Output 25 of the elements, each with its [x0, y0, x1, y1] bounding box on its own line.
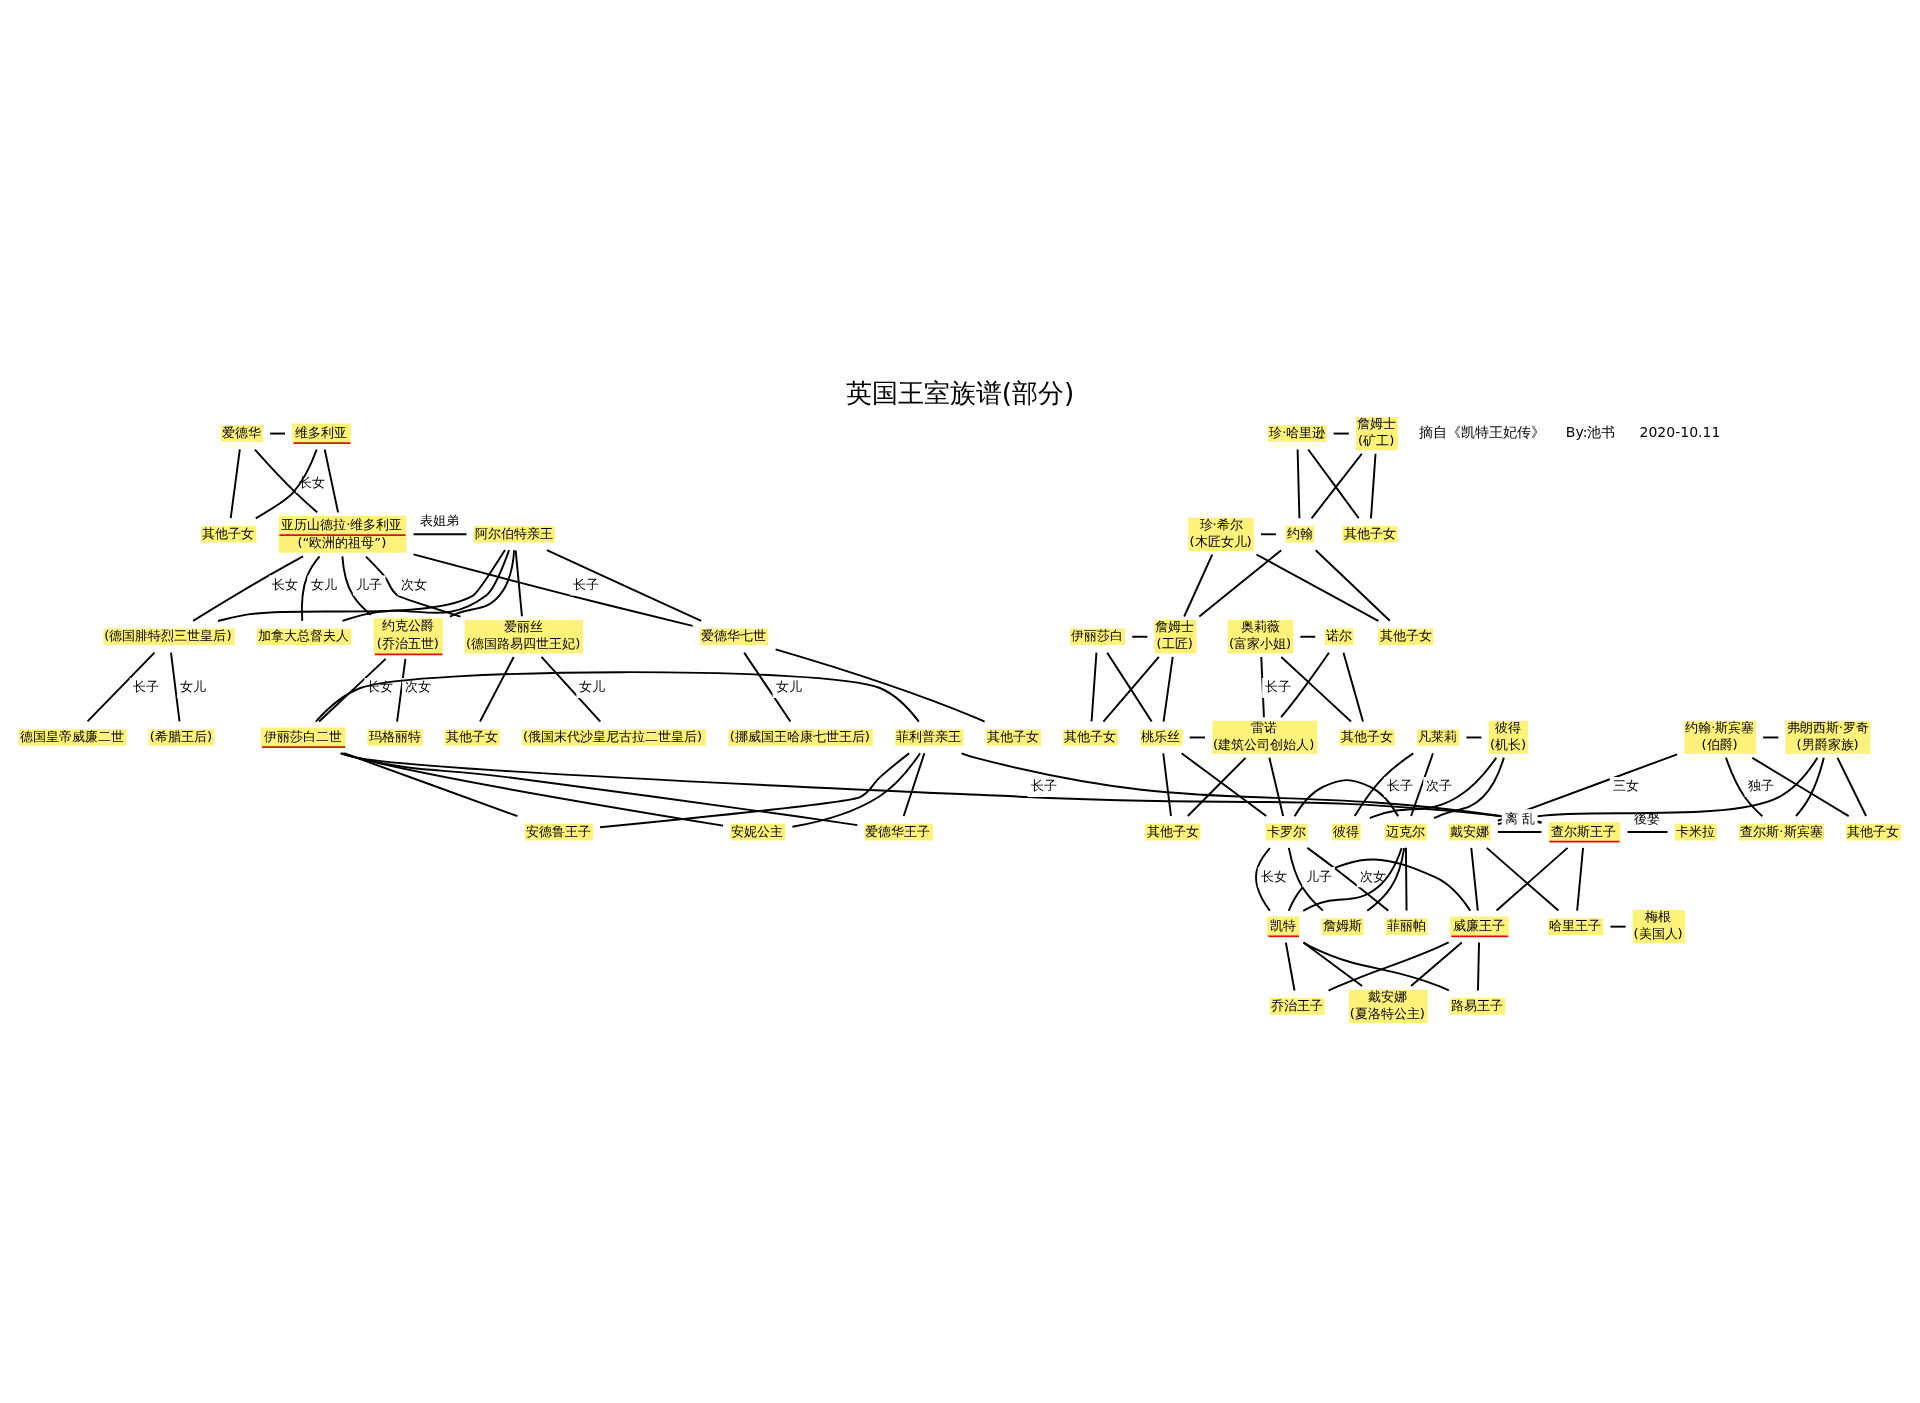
edge-label: 儿子	[356, 576, 383, 592]
edge-label: 表姐弟	[419, 512, 459, 528]
label: 2020-10.11	[1639, 423, 1721, 440]
edge-label: 长子	[573, 576, 600, 592]
edge-label: 女儿	[310, 576, 337, 592]
edge-label: 女儿	[579, 678, 606, 694]
edge-label: 长子	[1265, 678, 1292, 694]
edge-label: 次女	[1359, 868, 1386, 884]
edge-label: 女儿	[180, 678, 207, 694]
edge-label: 女儿	[775, 678, 802, 694]
edge-label: 离 乱	[1504, 810, 1535, 826]
edge-label: 长女	[272, 576, 299, 592]
edge-label: 长子	[1030, 777, 1057, 793]
diagram-title: 英国王室族谱(部分)	[845, 377, 1075, 408]
label: 摘自《凯特王妃传》	[1419, 423, 1545, 440]
edge-label: 独子	[1747, 777, 1774, 793]
edge-label: 三女	[1612, 777, 1639, 793]
edge-label: 长子	[1386, 777, 1413, 793]
edge-label: 次女	[400, 576, 427, 592]
edge-label: 长子	[132, 678, 159, 694]
label: By:池书	[1565, 423, 1616, 440]
edge-label: 次子	[1426, 777, 1453, 793]
edge-label: 长女	[1260, 868, 1287, 884]
edge-label: 儿子	[1305, 868, 1332, 884]
edge-label: 次女	[405, 678, 432, 694]
